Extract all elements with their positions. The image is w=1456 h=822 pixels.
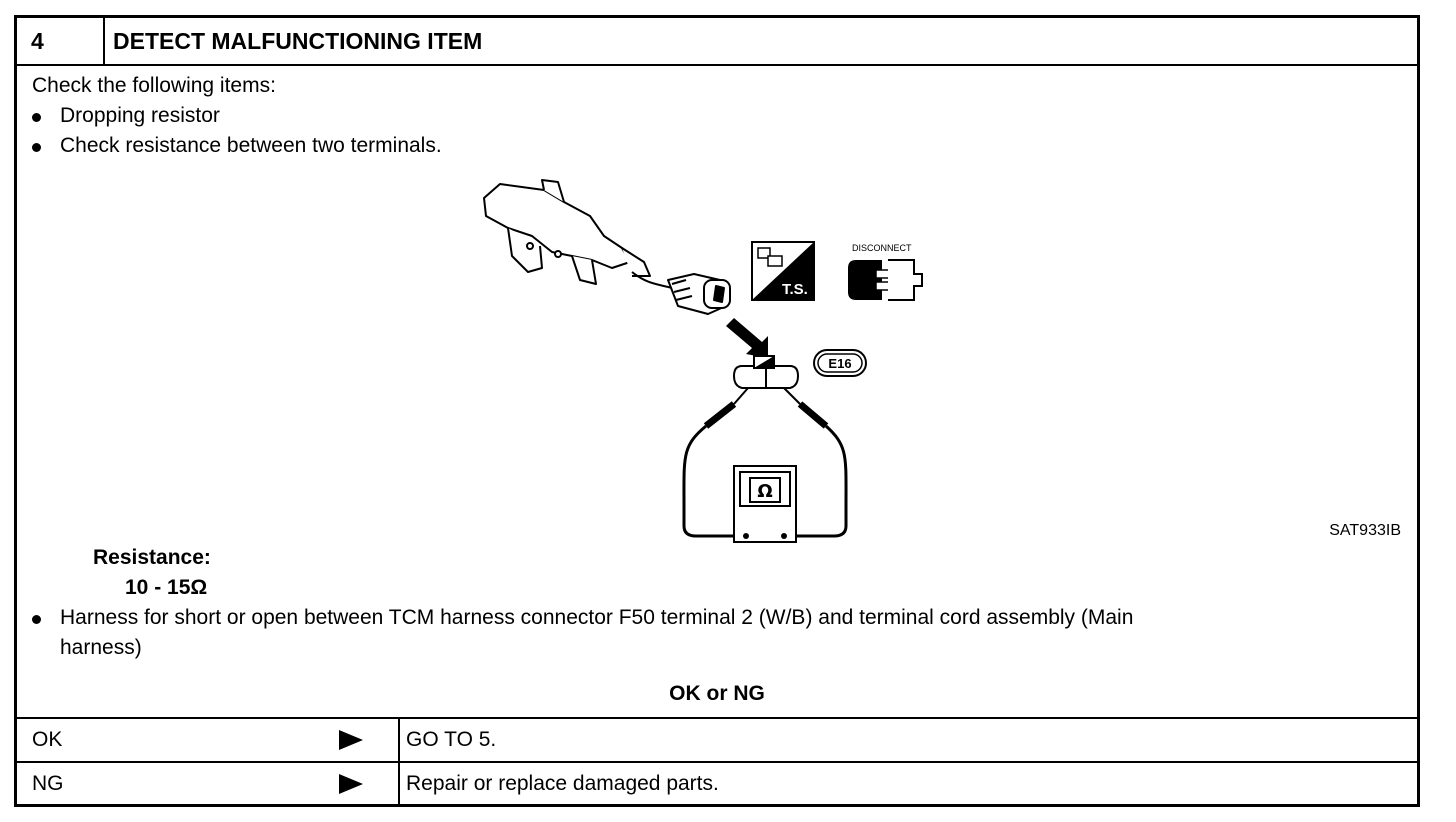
tester-probes <box>682 387 848 538</box>
test-switch-icon: T.S. <box>751 241 815 301</box>
result-label: NG <box>32 772 64 795</box>
intro-text: Check the following items: <box>32 74 276 97</box>
figure-code: SAT933IB <box>1329 522 1401 539</box>
column-divider <box>398 719 400 761</box>
step-header: 4 DETECT MALFUNCTIONING ITEM <box>17 18 1417 66</box>
bullet-icon <box>32 143 41 152</box>
ohmmeter-icon: Ω <box>733 465 797 543</box>
arrow-down-icon <box>726 318 768 358</box>
arrow-right-icon <box>339 774 363 794</box>
connector-face <box>732 355 800 389</box>
bullet-icon <box>32 113 41 122</box>
disconnect-label: DISCONNECT <box>852 243 912 253</box>
list-item-text: Check resistance between two terminals. <box>60 134 442 157</box>
result-action: GO TO 5. <box>406 728 497 751</box>
result-row-ok: OK GO TO 5. <box>17 717 1417 761</box>
list-item-text: Dropping resistor <box>60 104 220 127</box>
connector-label-e16: E16 <box>813 349 867 377</box>
result-heading: OK or NG <box>669 682 765 705</box>
column-divider <box>398 763 400 805</box>
result-label: OK <box>32 728 63 751</box>
arrow-right-icon <box>339 730 363 750</box>
dropping-resistor-illustration <box>483 179 731 315</box>
result-row-ng: NG Repair or replace damaged parts. <box>17 761 1417 805</box>
resistance-check-diagram: T.S. DISCONNECT E16 <box>483 179 923 543</box>
ohm-symbol: Ω <box>757 481 772 502</box>
disconnect-icon: DISCONNECT <box>848 243 923 301</box>
ts-label: T.S. <box>782 281 808 298</box>
spec-label: Resistance: <box>93 546 211 569</box>
step-title: DETECT MALFUNCTIONING ITEM <box>113 28 483 54</box>
list-item-text-continued: harness) <box>60 636 142 659</box>
bullet-icon <box>32 615 41 624</box>
procedure-table: 4 DETECT MALFUNCTIONING ITEM Check the f… <box>14 15 1420 807</box>
svg-text:E16: E16 <box>828 356 851 371</box>
list-item-text: Harness for short or open between TCM ha… <box>60 606 1134 629</box>
step-number: 4 <box>17 18 105 64</box>
result-action: Repair or replace damaged parts. <box>406 772 719 795</box>
spec-value: 10 - 15Ω <box>125 576 208 599</box>
